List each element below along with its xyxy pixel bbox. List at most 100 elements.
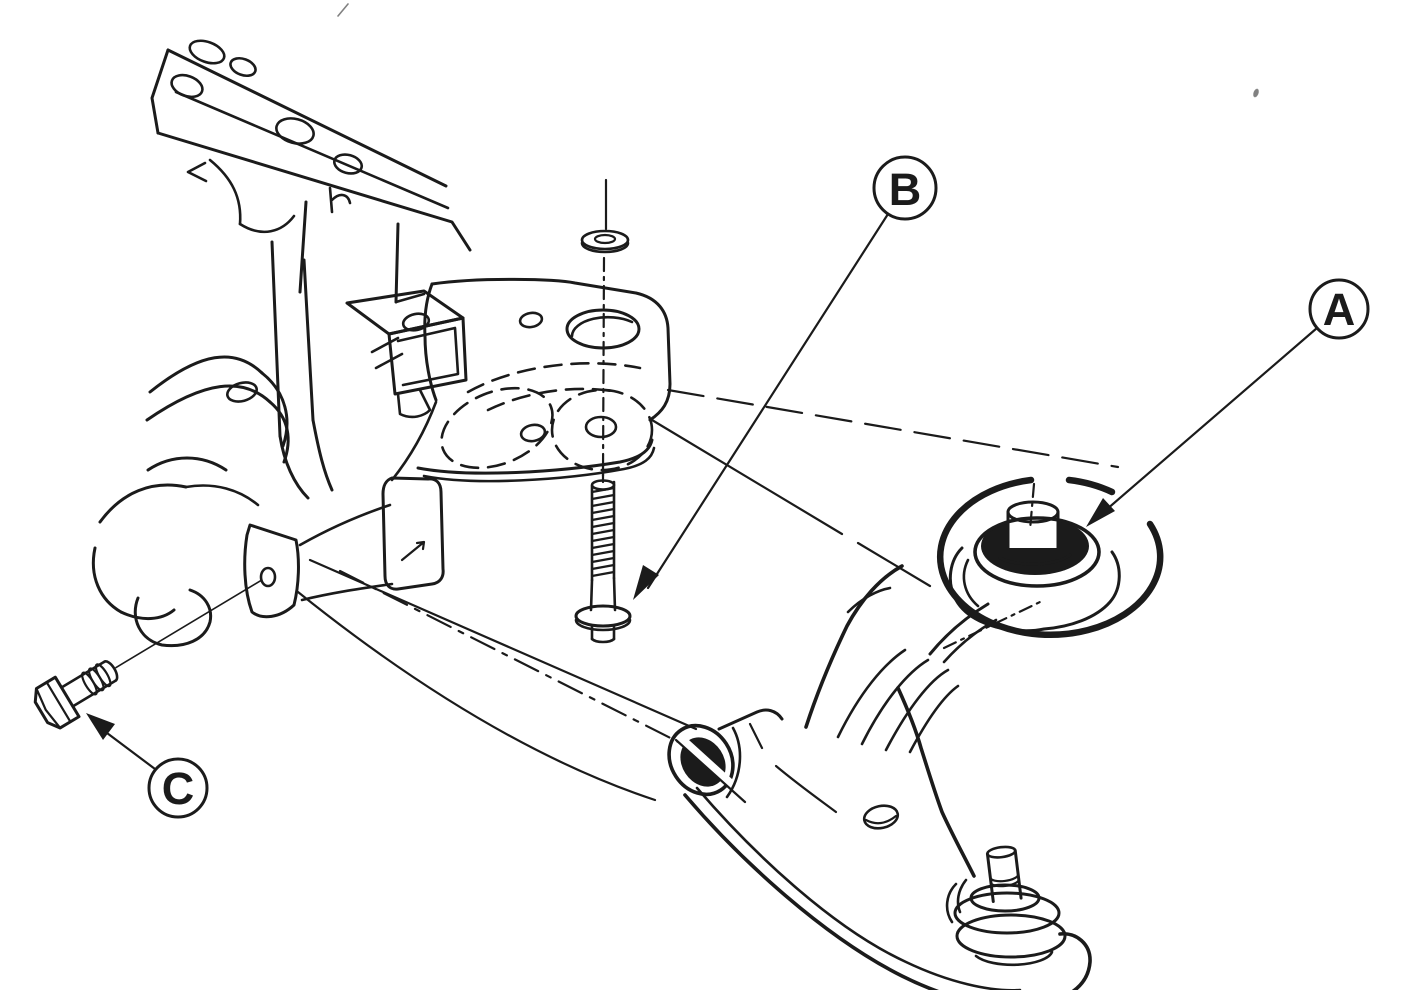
axis-dashdot-line — [601, 256, 606, 478]
emphasis-circle-arc — [936, 476, 1164, 639]
arm-rib-top — [846, 586, 892, 614]
plate-bottom-lip — [422, 446, 656, 483]
centerline-rear-bushing — [942, 600, 1042, 650]
lower-tab — [133, 588, 213, 648]
projection-lines — [296, 388, 1120, 802]
bolt-c-axis-line — [115, 579, 262, 669]
plate-outline-top — [430, 277, 672, 422]
washer-top-face — [580, 229, 630, 251]
front-bushing-tube — [667, 723, 735, 797]
ball-joint-boot-upper — [953, 891, 1061, 935]
column-ledge — [394, 292, 426, 304]
bushing-axis-line — [1028, 482, 1036, 532]
clevis-saddle — [300, 582, 394, 602]
arm-rib — [860, 658, 930, 746]
callout-b-arrowhead-icon — [633, 565, 659, 600]
callout-c: C — [86, 713, 209, 819]
seat-oval-hole — [519, 423, 547, 443]
bushing-skirt-inner — [962, 558, 980, 608]
centerline-clevis-to-arm — [338, 569, 716, 762]
box-opening — [387, 316, 468, 396]
lower-lump — [146, 456, 228, 472]
box-hatch — [370, 336, 404, 370]
rail-top-edge — [166, 48, 448, 188]
emphasis-circle — [936, 476, 1164, 639]
arm-step — [717, 708, 784, 731]
scan-speck — [1253, 88, 1259, 98]
bushing-outer-ring — [973, 516, 1101, 588]
lower-lump — [91, 546, 123, 614]
scan-artifacts — [337, 3, 1259, 98]
arm-rib — [884, 668, 950, 752]
arm-bottom-flange-outer — [683, 793, 1092, 990]
callout-b-label: B — [889, 164, 922, 215]
front-bushing-sleeve — [725, 726, 742, 799]
clevis-front-hole — [259, 566, 277, 588]
strut-edge — [302, 258, 315, 422]
lower-lump — [119, 608, 176, 620]
lower-lump — [98, 483, 188, 524]
hidden-contour — [466, 362, 642, 394]
lower-control-arm — [667, 564, 1092, 990]
seat-hub — [584, 415, 618, 439]
subframe-crossmember — [91, 39, 472, 648]
bolt-c-tip — [103, 660, 119, 682]
rail-hole — [275, 117, 315, 145]
rail-hole — [332, 153, 364, 175]
callout-c-leader-line — [105, 731, 157, 771]
clevis-rear-mark — [400, 540, 426, 562]
scan-speck — [337, 3, 349, 17]
rail-hole — [229, 56, 257, 78]
bolt-c-hex-bolt — [33, 579, 262, 730]
plate-bottom-edge — [416, 438, 654, 475]
arm-rib — [908, 684, 960, 754]
clevis-rear-plate — [381, 476, 445, 591]
arm-rib — [836, 648, 907, 739]
weld-mark — [186, 161, 208, 183]
body-hole — [226, 381, 258, 403]
column-edge — [394, 222, 400, 304]
plate-outline-left — [423, 282, 438, 402]
lump-connect — [184, 484, 260, 507]
rear-bushing — [948, 482, 1121, 633]
arm-rear-edge — [928, 602, 990, 656]
bolt-c-thread-ring — [94, 663, 112, 688]
bolt-b-shank — [589, 576, 617, 612]
bushing-collar-arc — [998, 553, 1072, 566]
ball-joint-ear — [945, 882, 958, 924]
ball-joint-ear — [956, 878, 968, 914]
arm-right-edge — [896, 686, 976, 878]
arm-surface-line — [774, 764, 838, 814]
hidden-bushing-seat — [440, 386, 554, 470]
box-foot — [396, 388, 432, 419]
arch-return — [268, 400, 290, 464]
rail-left-cap — [150, 48, 170, 135]
bolt-b-flange-rim — [574, 618, 632, 632]
hidden-contour — [486, 387, 620, 412]
washer-hole — [593, 233, 617, 245]
arm-surface-line — [748, 722, 764, 750]
arm-neck-left-edge — [804, 564, 904, 729]
rail-flange-line — [174, 90, 450, 210]
flange-washer — [580, 178, 630, 478]
arch-upper — [148, 355, 264, 394]
strut-taper — [278, 434, 310, 500]
arch-lower — [145, 384, 272, 422]
callout-b-circle — [872, 155, 938, 221]
arch-return — [260, 371, 289, 448]
bushing-core-sides — [1006, 510, 1060, 550]
front-bushing-slash — [674, 738, 747, 804]
bolt-b-threads — [590, 486, 616, 578]
rail-hole — [188, 39, 226, 65]
mounting-plate — [390, 277, 672, 483]
ball-joint-collar — [969, 883, 1041, 913]
projection-line-to-bushing — [666, 388, 1120, 469]
bolt-b-stub-end — [590, 637, 616, 644]
body-inner-arc — [238, 214, 296, 234]
callout-c-circle — [147, 757, 209, 819]
column-edge — [298, 200, 308, 294]
bolt-c-head — [33, 675, 81, 730]
box-top-hole — [401, 312, 431, 332]
callout-c-arrowhead-icon — [86, 713, 115, 740]
strut-taper — [311, 418, 334, 492]
